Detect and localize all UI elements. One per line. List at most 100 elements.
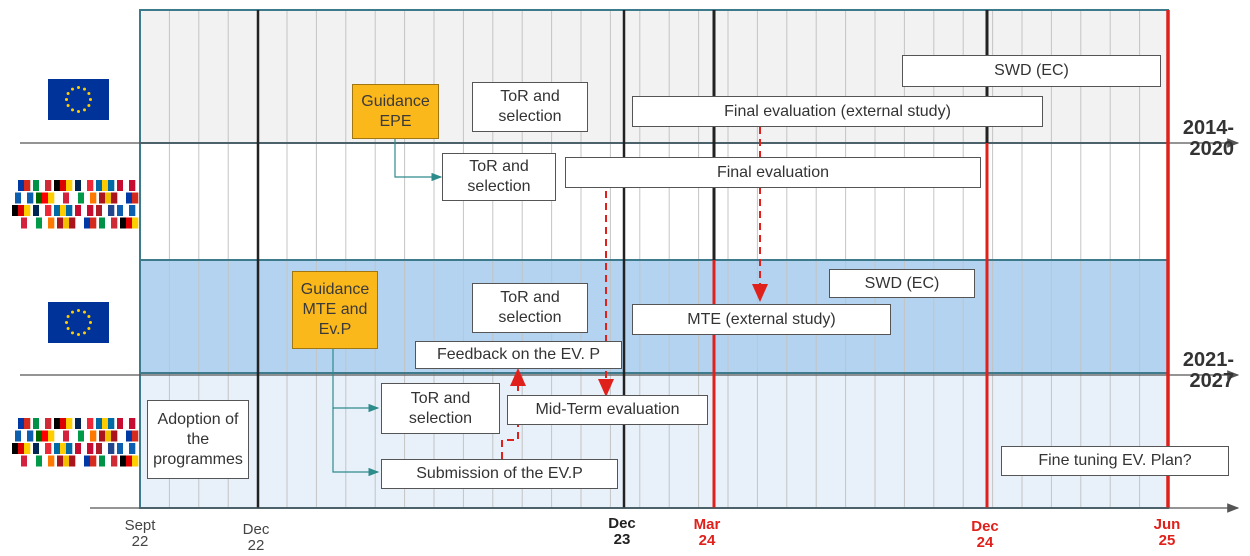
tick-year: 24 <box>698 531 716 549</box>
flag-stripe <box>36 217 43 229</box>
period-label-p2014: 2014-2020 <box>1168 118 1234 160</box>
flag-stripe <box>12 418 19 429</box>
eu-star <box>89 98 92 101</box>
eu-star <box>66 92 70 95</box>
flag-stripe <box>123 180 130 191</box>
flag-stripe <box>117 443 124 454</box>
lane-ms-2021 <box>140 373 1168 508</box>
submission-ev-plan-box: Submission of the EV.P <box>381 459 618 489</box>
flag-stripe <box>21 430 28 442</box>
flag-stripe <box>66 205 73 216</box>
flag-stripe <box>45 205 52 216</box>
flag-stripe <box>102 443 109 454</box>
eu-star <box>65 321 68 324</box>
flag-stripe <box>90 217 97 229</box>
flag-stripe <box>96 180 103 191</box>
flag-stripe <box>42 455 49 467</box>
tick-month: Dec <box>242 521 270 538</box>
flag-stripe <box>120 217 127 229</box>
flag-stripe <box>117 205 124 216</box>
flag-stripe <box>45 443 52 454</box>
flag-stripe <box>33 443 40 454</box>
flag-stripe <box>39 180 46 191</box>
flag-stripe <box>132 217 139 229</box>
flag-stripe <box>66 180 73 191</box>
flag-stripe <box>84 192 91 204</box>
flag-stripe <box>57 430 64 442</box>
flag-stripe <box>129 180 136 191</box>
eu-star <box>77 309 80 312</box>
eu-star <box>71 108 74 112</box>
flag-stripe <box>60 443 67 454</box>
eu-star <box>66 327 70 330</box>
flag-stripe <box>105 455 112 467</box>
adoption-programmes-box: Adoption of the programmes <box>147 400 249 479</box>
flag-stripe <box>21 455 28 467</box>
flag-stripe <box>123 418 130 429</box>
flag-stripe <box>90 430 97 442</box>
flag-stripe <box>66 418 73 429</box>
flag-stripe <box>129 205 136 216</box>
eu-star <box>71 87 74 91</box>
fine-tuning-ev-plan-box: Fine tuning EV. Plan? <box>1001 446 1229 476</box>
flag-stripe <box>105 430 112 442</box>
flag-stripe <box>42 217 49 229</box>
eu-star <box>83 87 86 91</box>
dashed-arrow-submission-to-feedback <box>501 368 526 459</box>
final-evaluation-box: Final evaluation <box>565 157 981 188</box>
flag-stripe <box>33 180 40 191</box>
flag-stripe <box>42 192 49 204</box>
mid-term-evaluation-box: Mid-Term evaluation <box>507 395 708 425</box>
connector-guidance-epe <box>394 139 443 182</box>
flag-stripe <box>117 418 124 429</box>
eu-star <box>89 321 92 324</box>
eu-flag-icon <box>48 79 109 120</box>
period-label-p2021: 2021-2027 <box>1168 350 1234 392</box>
tor-selection-box-eu-2021: ToR and selection <box>472 283 588 333</box>
flag-stripe <box>99 217 106 229</box>
flag-stripe <box>15 455 22 467</box>
tick-year: 25 <box>1158 531 1176 549</box>
eu-star <box>66 104 70 107</box>
flag-stripe <box>111 192 118 204</box>
tick-month: Sept <box>124 517 156 534</box>
flag-stripe <box>126 430 133 442</box>
flag-stripe <box>111 217 118 229</box>
flag-stripe <box>81 180 88 191</box>
tick-year: 24 <box>976 533 994 551</box>
tick-month: Dec <box>971 518 999 535</box>
flag-stripe <box>84 455 91 467</box>
flag-stripe <box>96 418 103 429</box>
flag-stripe <box>36 430 43 442</box>
guidance-mte-box: Guidance MTE and Ev.P <box>292 271 378 349</box>
eu-star <box>66 315 70 318</box>
flag-stripe <box>24 205 31 216</box>
flag-stripe <box>84 217 91 229</box>
flag-stripe <box>117 180 124 191</box>
flag-stripe <box>63 455 70 467</box>
tor-selection-box-ms-2021: ToR and selection <box>381 383 500 434</box>
flag-stripe <box>24 180 31 191</box>
flag-stripe <box>78 430 85 442</box>
eu-star <box>71 331 74 335</box>
flag-stripe <box>57 192 64 204</box>
flag-stripe <box>75 205 82 216</box>
flag-stripe <box>120 455 127 467</box>
eu-star <box>77 333 80 336</box>
tick-year: 22 <box>131 532 149 550</box>
flag-stripe <box>123 443 130 454</box>
tick-month: Dec <box>608 515 636 532</box>
flag-stripe <box>15 192 22 204</box>
flag-stripe <box>48 217 55 229</box>
flag-stripe <box>120 430 127 442</box>
flag-stripe <box>75 443 82 454</box>
flag-stripe <box>69 217 76 229</box>
flag-stripe <box>108 180 115 191</box>
flag-stripe <box>108 205 115 216</box>
period-label-line2: 2020 <box>1189 138 1235 160</box>
flag-stripe <box>42 430 49 442</box>
flag-stripe <box>33 418 40 429</box>
eu-star <box>71 310 74 314</box>
